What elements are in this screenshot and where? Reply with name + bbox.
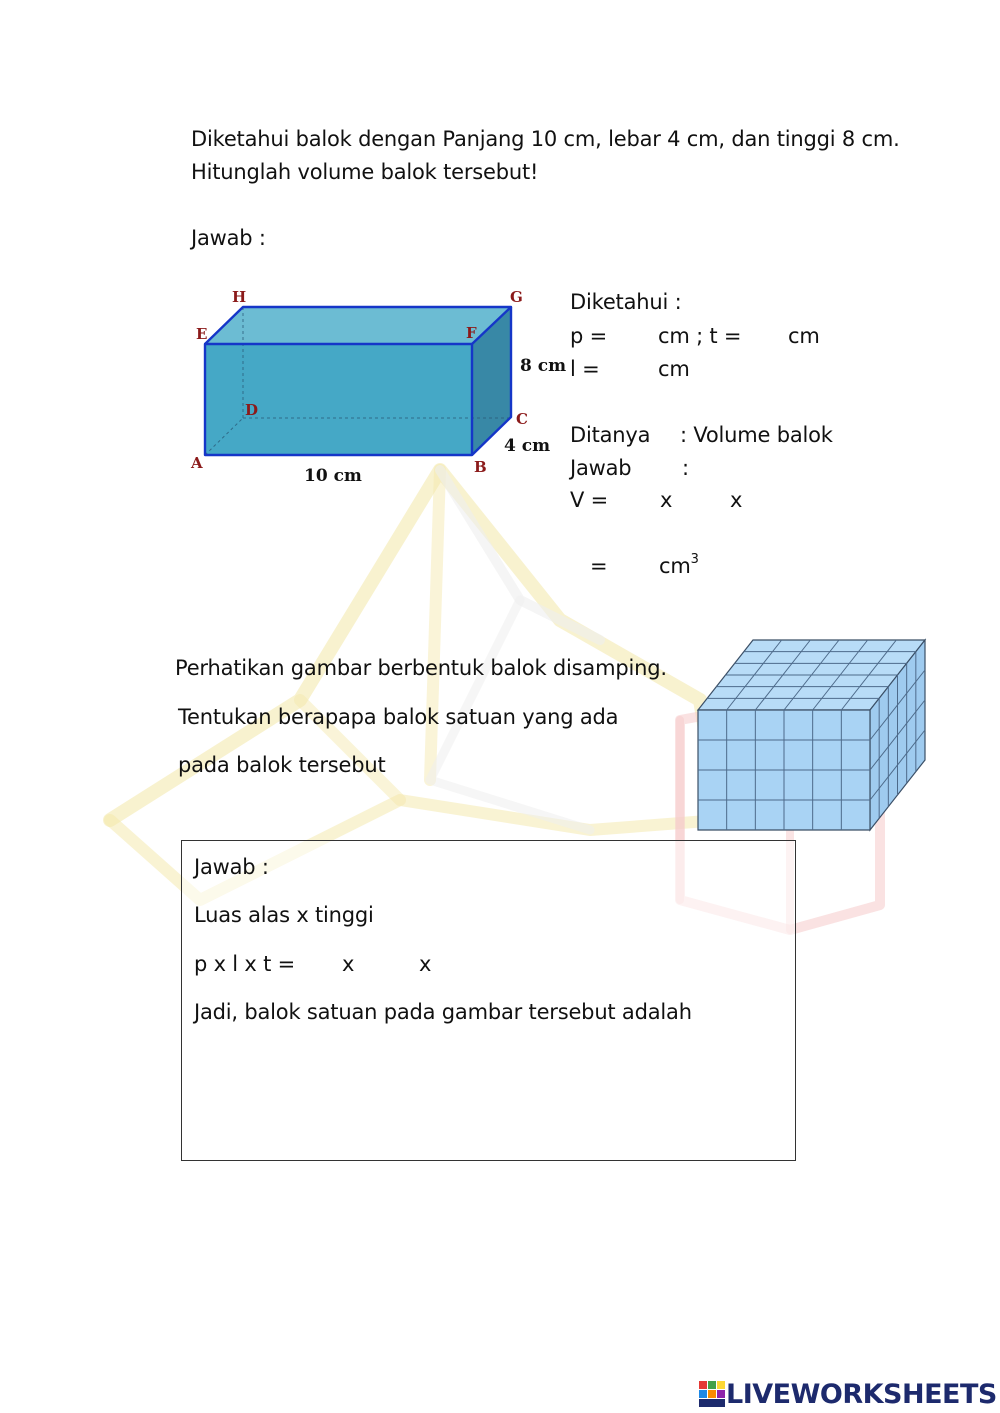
volume-unit: cm3: [659, 552, 699, 578]
t-unit-label: cm: [788, 324, 820, 348]
liveworksheets-logo: LIVEWORKSHEETS: [698, 1378, 997, 1410]
jawab-colon: :: [682, 456, 689, 480]
height-label: 8 cm: [520, 356, 566, 376]
times-sign-2: x: [730, 488, 743, 512]
answer-jawab: Jawab :: [194, 855, 269, 879]
problem2-line2: Tentukan berapapa balok satuan yang ada: [178, 705, 619, 729]
vertex-label-e: E: [196, 325, 207, 343]
equals-sign: =: [590, 554, 608, 578]
problem1-question: Hitunglah volume balok tersebut!: [191, 160, 539, 184]
balok-diagram: A B C D E F G H 10 cm 4 cm 8 cm: [190, 288, 566, 486]
l-label: l =: [570, 357, 600, 381]
jawab-label: Jawab: [570, 456, 632, 480]
diketahui-label: Diketahui :: [570, 290, 682, 314]
liveworksheets-logo-icon: [699, 1381, 725, 1407]
vertex-label-g: G: [510, 288, 523, 306]
answer-luas: Luas alas x tinggi: [194, 903, 374, 927]
length-label: 10 cm: [304, 466, 362, 486]
answer-conclusion: Jadi, balok satuan pada gambar tersebut …: [194, 1000, 692, 1024]
ditanya-label: Ditanya: [570, 423, 651, 447]
vertex-label-h: H: [232, 288, 246, 306]
times-sign-1: x: [660, 488, 673, 512]
problem2-line3: pada balok tersebut: [178, 753, 386, 777]
vertex-label-f: F: [466, 324, 477, 342]
answer-formula: p x l x t =: [194, 952, 296, 976]
problem1-jawab: Jawab :: [191, 226, 266, 250]
logo-wordmark: LIVEWORKSHEETS: [726, 1378, 997, 1410]
balok-top-edges: [204, 305, 513, 345]
hidden-edge-ad: [204, 417, 244, 456]
unit-exponent: 3: [690, 552, 699, 567]
volume-label: V =: [570, 488, 609, 512]
cm-t-label: cm ; t =: [658, 324, 742, 348]
p-label: p =: [570, 324, 608, 348]
ditanya-value: : Volume balok: [680, 423, 833, 447]
answer-times-2: x: [419, 952, 432, 976]
l-unit-label: cm: [658, 357, 690, 381]
problem2-line1: Perhatikan gambar berbentuk balok disamp…: [175, 656, 667, 680]
balok-side-edges: [471, 307, 513, 456]
unit-cube-prism: [696, 638, 927, 832]
cube-grid-line: [869, 729, 926, 801]
balok-front-face: [205, 344, 472, 455]
answer-times-1: x: [342, 952, 355, 976]
vertex-label-b: B: [474, 458, 487, 476]
width-label: 4 cm: [504, 436, 550, 456]
vertex-label-a: A: [190, 454, 203, 472]
problem1-statement: Diketahui balok dengan Panjang 10 cm, le…: [191, 127, 900, 151]
cube-grid-line: [869, 669, 926, 741]
answer-box: Jawab : Luas alas x tinggi p x l x t = x…: [181, 840, 796, 1161]
vertex-label-c: C: [516, 410, 528, 428]
cube-grid-line: [869, 699, 926, 771]
vertex-label-d: D: [245, 401, 258, 419]
balok-top-face: [205, 307, 511, 344]
